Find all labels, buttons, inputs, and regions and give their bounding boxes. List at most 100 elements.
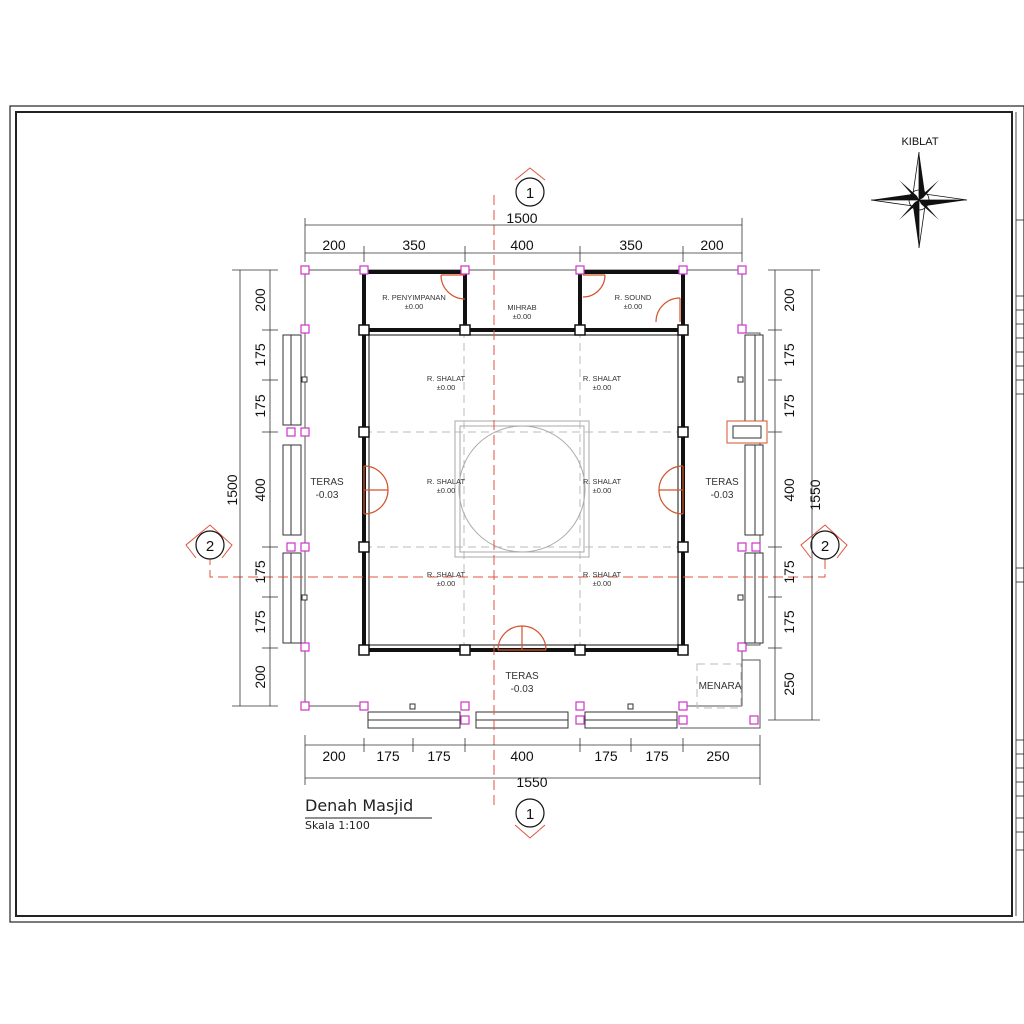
dim-right-seg: 200 [781, 288, 797, 312]
dim-right-seg: 250 [781, 672, 797, 696]
dim-left-seg: 175 [252, 610, 268, 634]
dim-bottom-total: 1550 [516, 774, 547, 790]
room-penyimpanan-name: R. PENYIMPANAN [382, 293, 446, 302]
terrace-column-markers [286, 265, 761, 725]
room-mihrab-name: MIHRAB [507, 303, 536, 312]
kiblat-compass: KIBLAT [870, 136, 968, 249]
room-teras-name: TERAS [705, 477, 739, 488]
section-2-label-right: 2 [821, 538, 829, 555]
dim-top-seg: 200 [700, 237, 724, 253]
dim-bottom-seg: 400 [510, 748, 534, 764]
column [358, 426, 370, 438]
room-shalat-level: ±0.00 [593, 579, 612, 588]
column [677, 541, 689, 553]
dim-left-seg: 175 [252, 394, 268, 418]
dim-top-seg: 400 [510, 237, 534, 253]
column [358, 324, 370, 336]
doors [363, 274, 684, 651]
dim-top-seg: 350 [402, 237, 426, 253]
title-block [1015, 112, 1024, 916]
section-marker-right: 2 [800, 524, 848, 560]
sheet-outer-border [9, 105, 1024, 923]
dim-right-seg: 400 [781, 478, 797, 502]
section-marker-left: 2 [185, 524, 233, 560]
room-shalat-level: ±0.00 [593, 383, 612, 392]
column [459, 644, 471, 656]
terrace-outline [304, 269, 761, 729]
terrace-benches [282, 334, 768, 729]
dome-outline [454, 420, 590, 558]
dim-top-total: 1500 [506, 210, 537, 226]
room-shalat-name: R. SHALAT [427, 570, 466, 579]
section-1-label-top: 1 [526, 185, 534, 202]
column [358, 541, 370, 553]
room-labels: R. PENYIMPANAN ±0.00 MIHRAB ±0.00 R. SOU… [310, 293, 741, 695]
interior-dashed-grid [364, 330, 742, 709]
door-penyimpanan [440, 274, 466, 300]
dim-right-seg: 175 [781, 560, 797, 584]
dim-bottom-seg: 175 [427, 748, 451, 764]
dim-left-seg: 200 [252, 288, 268, 312]
dim-right-total: 1550 [807, 479, 823, 510]
column [677, 644, 689, 656]
dim-right-seg: 175 [781, 394, 797, 418]
section-marker-bottom: 1 [514, 798, 546, 839]
dim-bottom-seg: 200 [322, 748, 346, 764]
dim-left-seg: 175 [252, 560, 268, 584]
dim-top-seg: 350 [619, 237, 643, 253]
section-lines [209, 195, 826, 810]
room-sound-name: R. SOUND [615, 293, 652, 302]
door-sound-right [655, 297, 681, 323]
room-shalat-level: ±0.00 [437, 579, 456, 588]
dimension-texts: 1500 200 350 400 350 200 200 175 175 400… [224, 210, 823, 790]
dim-top-seg: 200 [322, 237, 346, 253]
room-menara-name: MENARA [699, 681, 742, 692]
room-teras-level: -0.03 [711, 490, 734, 501]
dim-right-seg: 175 [781, 610, 797, 634]
door-left-double [363, 465, 389, 515]
room-sound-level: ±0.00 [624, 302, 643, 311]
dim-left-total: 1500 [224, 474, 240, 505]
room-penyimpanan-level: ±0.00 [405, 302, 424, 311]
dim-bottom-seg: 250 [706, 748, 730, 764]
room-teras-level: -0.03 [316, 490, 339, 501]
room-teras-level: -0.03 [511, 684, 534, 695]
column [677, 324, 689, 336]
compass-rose-icon [870, 151, 968, 249]
column [358, 644, 370, 656]
dimension-lines [232, 218, 820, 785]
room-shalat-name: R. SHALAT [583, 570, 622, 579]
column [459, 324, 471, 336]
dim-bottom-seg: 175 [594, 748, 618, 764]
room-teras-name: TERAS [505, 671, 539, 682]
room-shalat-level: ±0.00 [437, 486, 456, 495]
room-shalat-name: R. SHALAT [427, 374, 466, 383]
door-front-double [497, 625, 547, 651]
kiblat-label: KIBLAT [901, 136, 938, 148]
main-walls [362, 270, 685, 652]
drawing-title: Denah Masjid [305, 796, 413, 815]
room-mihrab-level: ±0.00 [513, 312, 532, 321]
column [677, 426, 689, 438]
dim-bottom-seg: 175 [645, 748, 669, 764]
section-2-label-left: 2 [206, 538, 214, 555]
dim-left-seg: 175 [252, 343, 268, 367]
dim-left-seg: 200 [252, 665, 268, 689]
section-marker-top: 1 [514, 167, 546, 207]
room-shalat-name: R. SHALAT [427, 477, 466, 486]
section-1-label-bottom: 1 [526, 806, 534, 823]
dim-right-seg: 175 [781, 343, 797, 367]
room-shalat-name: R. SHALAT [583, 477, 622, 486]
drawing-title-block: Denah Masjid Skala 1:100 [305, 796, 432, 832]
door-right-double [658, 465, 684, 515]
dim-bottom-seg: 175 [376, 748, 400, 764]
room-shalat-level: ±0.00 [593, 486, 612, 495]
dim-left-seg: 400 [252, 478, 268, 502]
columns [358, 324, 689, 656]
room-shalat-level: ±0.00 [437, 383, 456, 392]
sheet-inner-border [15, 111, 1013, 917]
door-sound-top [582, 274, 606, 298]
room-shalat-name: R. SHALAT [583, 374, 622, 383]
column [574, 644, 586, 656]
